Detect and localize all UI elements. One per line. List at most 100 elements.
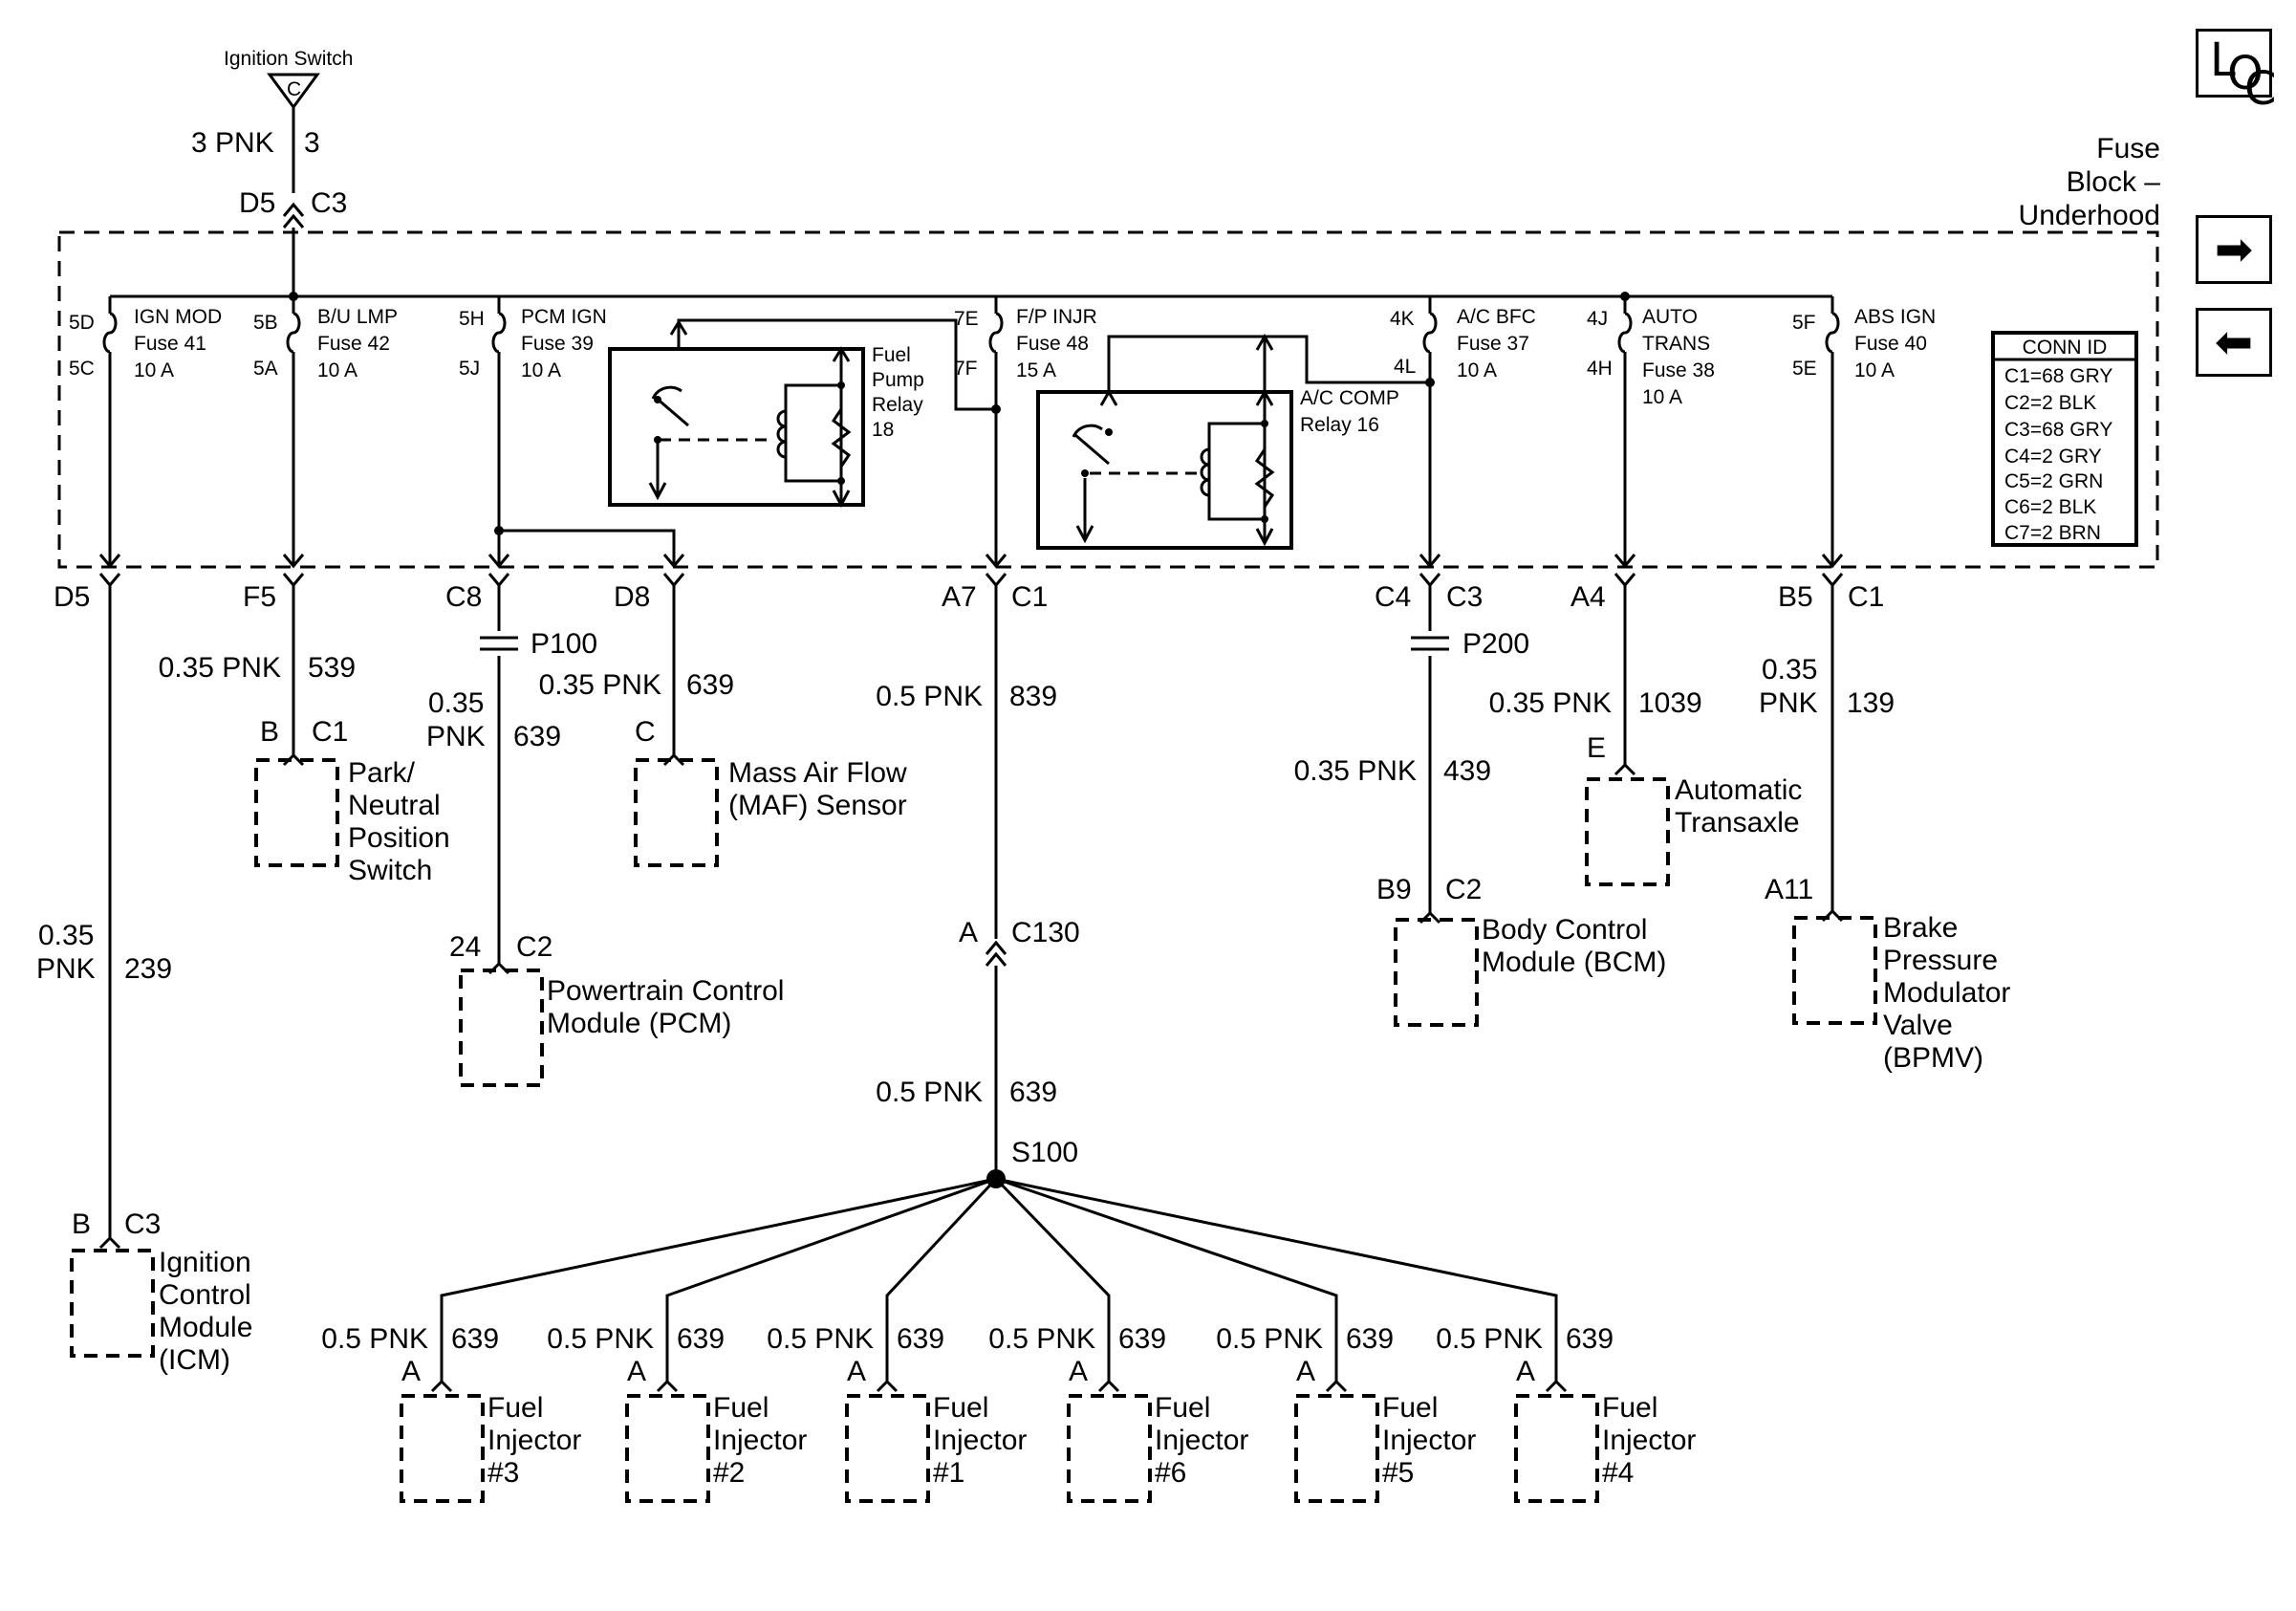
fuse-number: Fuse 48 bbox=[1016, 333, 1089, 355]
fuse-number: Fuse 37 bbox=[1457, 333, 1529, 355]
injector-2-box bbox=[625, 1394, 710, 1503]
bpmv-label: (BPMV) bbox=[1883, 1042, 1983, 1074]
ignition-connector bbox=[267, 73, 320, 110]
wire-gauge: 0.35 bbox=[428, 687, 484, 719]
output-pin: F5 bbox=[243, 581, 276, 613]
injector-label: Fuel bbox=[713, 1392, 769, 1424]
fuse-top-pin: 4K bbox=[1390, 308, 1415, 330]
fuel-pump-relay-label: Fuel bbox=[872, 344, 911, 366]
splice-label: P100 bbox=[531, 628, 597, 660]
injector-4-box bbox=[1514, 1394, 1599, 1503]
output-pin: A7 bbox=[942, 581, 977, 613]
maf-sensor-box bbox=[634, 758, 719, 867]
fuse-amps: 10 A bbox=[134, 359, 174, 381]
fuse-number: Fuse 40 bbox=[1854, 333, 1927, 355]
pcm-label: Module (PCM) bbox=[547, 1008, 731, 1039]
bpmv-label: Pressure bbox=[1883, 945, 1998, 976]
injector-wire-circuit: 639 bbox=[677, 1323, 725, 1355]
conn-id-row: C7=2 BRN bbox=[2004, 522, 2101, 544]
next-page-button[interactable]: ➡ bbox=[2196, 215, 2272, 284]
wire-gauge: 0.35 PNK bbox=[159, 652, 281, 684]
bcm-label: Body Control bbox=[1482, 914, 1647, 946]
injector-pin: A bbox=[1516, 1356, 1535, 1387]
injector-wire-gauge: 0.5 PNK bbox=[321, 1323, 428, 1355]
trans-label: Transaxle bbox=[1675, 807, 1800, 838]
injector-label: #3 bbox=[487, 1457, 519, 1489]
fuse-name: B/U LMP bbox=[317, 306, 398, 328]
ignition-connector-letter: C bbox=[287, 78, 301, 100]
injector-label: Injector bbox=[487, 1425, 581, 1456]
bpmv-label: Valve bbox=[1883, 1010, 1953, 1041]
icm-label: Control bbox=[159, 1279, 251, 1311]
trans-label: Automatic bbox=[1675, 774, 1802, 806]
injector-label: Injector bbox=[713, 1425, 807, 1456]
injector-label: #5 bbox=[1382, 1457, 1414, 1489]
injector-label: Injector bbox=[1602, 1425, 1696, 1456]
ac-comp-relay-label: A/C COMP bbox=[1300, 387, 1399, 409]
injector-label: Injector bbox=[1382, 1425, 1476, 1456]
wire-gauge: 0.35 bbox=[1762, 654, 1817, 686]
fuse-name: PCM IGN bbox=[521, 306, 607, 328]
fuse-amps: 10 A bbox=[521, 359, 561, 381]
injector-wire-gauge: 0.5 PNK bbox=[547, 1323, 654, 1355]
injector-2: 0.5 PNK 639 A Fuel Injector #2 bbox=[547, 1323, 807, 1489]
fuse-name: ABS IGN bbox=[1854, 306, 1936, 328]
park-conn: C1 bbox=[312, 716, 348, 748]
wire-circuit: 239 bbox=[124, 953, 172, 985]
injector-wire-circuit: 639 bbox=[1118, 1323, 1166, 1355]
wire-gauge: PNK bbox=[36, 953, 96, 985]
icm-conn: C3 bbox=[124, 1208, 161, 1240]
fuse-name: F/P INJR bbox=[1016, 306, 1097, 328]
injector-pin: A bbox=[847, 1356, 866, 1387]
fuse-name: IGN MOD bbox=[134, 306, 222, 328]
bcm-conn: C2 bbox=[1445, 874, 1482, 905]
bpmv-label: Brake bbox=[1883, 912, 1958, 944]
s100-splice-dot bbox=[986, 1169, 1006, 1188]
park-label: Neutral bbox=[348, 790, 441, 821]
fuse-amps: 10 A bbox=[317, 359, 357, 381]
output-conn: C1 bbox=[1011, 581, 1048, 613]
park-label: Park/ bbox=[348, 757, 416, 789]
injector-wire-circuit: 639 bbox=[451, 1323, 499, 1355]
wire-gauge: PNK bbox=[1759, 687, 1818, 719]
fuse-top-pin: 5H bbox=[459, 308, 485, 330]
park-neutral-switch-box bbox=[254, 758, 339, 867]
output-pin: A4 bbox=[1570, 581, 1606, 613]
wire-circuit: 1039 bbox=[1638, 687, 1702, 719]
injector-3-box bbox=[400, 1394, 485, 1503]
fuse-amps: 10 A bbox=[1642, 386, 1682, 408]
injector-wire-circuit: 639 bbox=[1346, 1323, 1394, 1355]
location-button[interactable]: L O C bbox=[2196, 29, 2277, 112]
bcm-pin: B9 bbox=[1376, 874, 1412, 905]
output-pin: C4 bbox=[1375, 581, 1411, 613]
wire-gauge: 0.35 PNK bbox=[1294, 755, 1417, 787]
wire-circuit: 539 bbox=[308, 652, 356, 684]
fuse-number: Fuse 38 bbox=[1642, 359, 1715, 381]
previous-page-button[interactable]: ⬅ bbox=[2196, 308, 2272, 377]
fuse-top-pin: 5F bbox=[1792, 312, 1816, 334]
bcm-label: Module (BCM) bbox=[1482, 947, 1666, 978]
fuse-abs-ign bbox=[1825, 296, 1840, 564]
bcm-box bbox=[1394, 918, 1479, 1027]
output-pin: B5 bbox=[1778, 581, 1813, 613]
pcm-pin: 24 bbox=[449, 931, 481, 963]
fuse-top-pin: 5D bbox=[69, 312, 95, 334]
c130-pin: A bbox=[959, 917, 978, 948]
injector-6: 0.5 PNK 639 A Fuel Injector #6 bbox=[988, 1323, 1248, 1489]
injector-label: Fuel bbox=[487, 1392, 543, 1424]
wire-gauge: 0.35 bbox=[38, 920, 94, 951]
injector-6-box bbox=[1067, 1394, 1152, 1503]
injector-label: Fuel bbox=[1382, 1392, 1438, 1424]
fuel-pump-relay bbox=[608, 318, 996, 507]
fuse-amps: 10 A bbox=[1854, 359, 1895, 381]
injector-pin: A bbox=[627, 1356, 646, 1387]
injector-wire-gauge: 0.5 PNK bbox=[988, 1323, 1095, 1355]
fuse-name: AUTO bbox=[1642, 306, 1698, 328]
wire-circuit: 639 bbox=[513, 721, 561, 752]
loc-letter: L bbox=[2210, 33, 2236, 87]
splice-label: P200 bbox=[1462, 628, 1529, 660]
wire-circuit: 139 bbox=[1847, 687, 1895, 719]
fuse-name-2: TRANS bbox=[1642, 333, 1710, 355]
injector-1-box bbox=[845, 1394, 930, 1503]
fuse-block-title-3: Underhood bbox=[2019, 200, 2160, 231]
